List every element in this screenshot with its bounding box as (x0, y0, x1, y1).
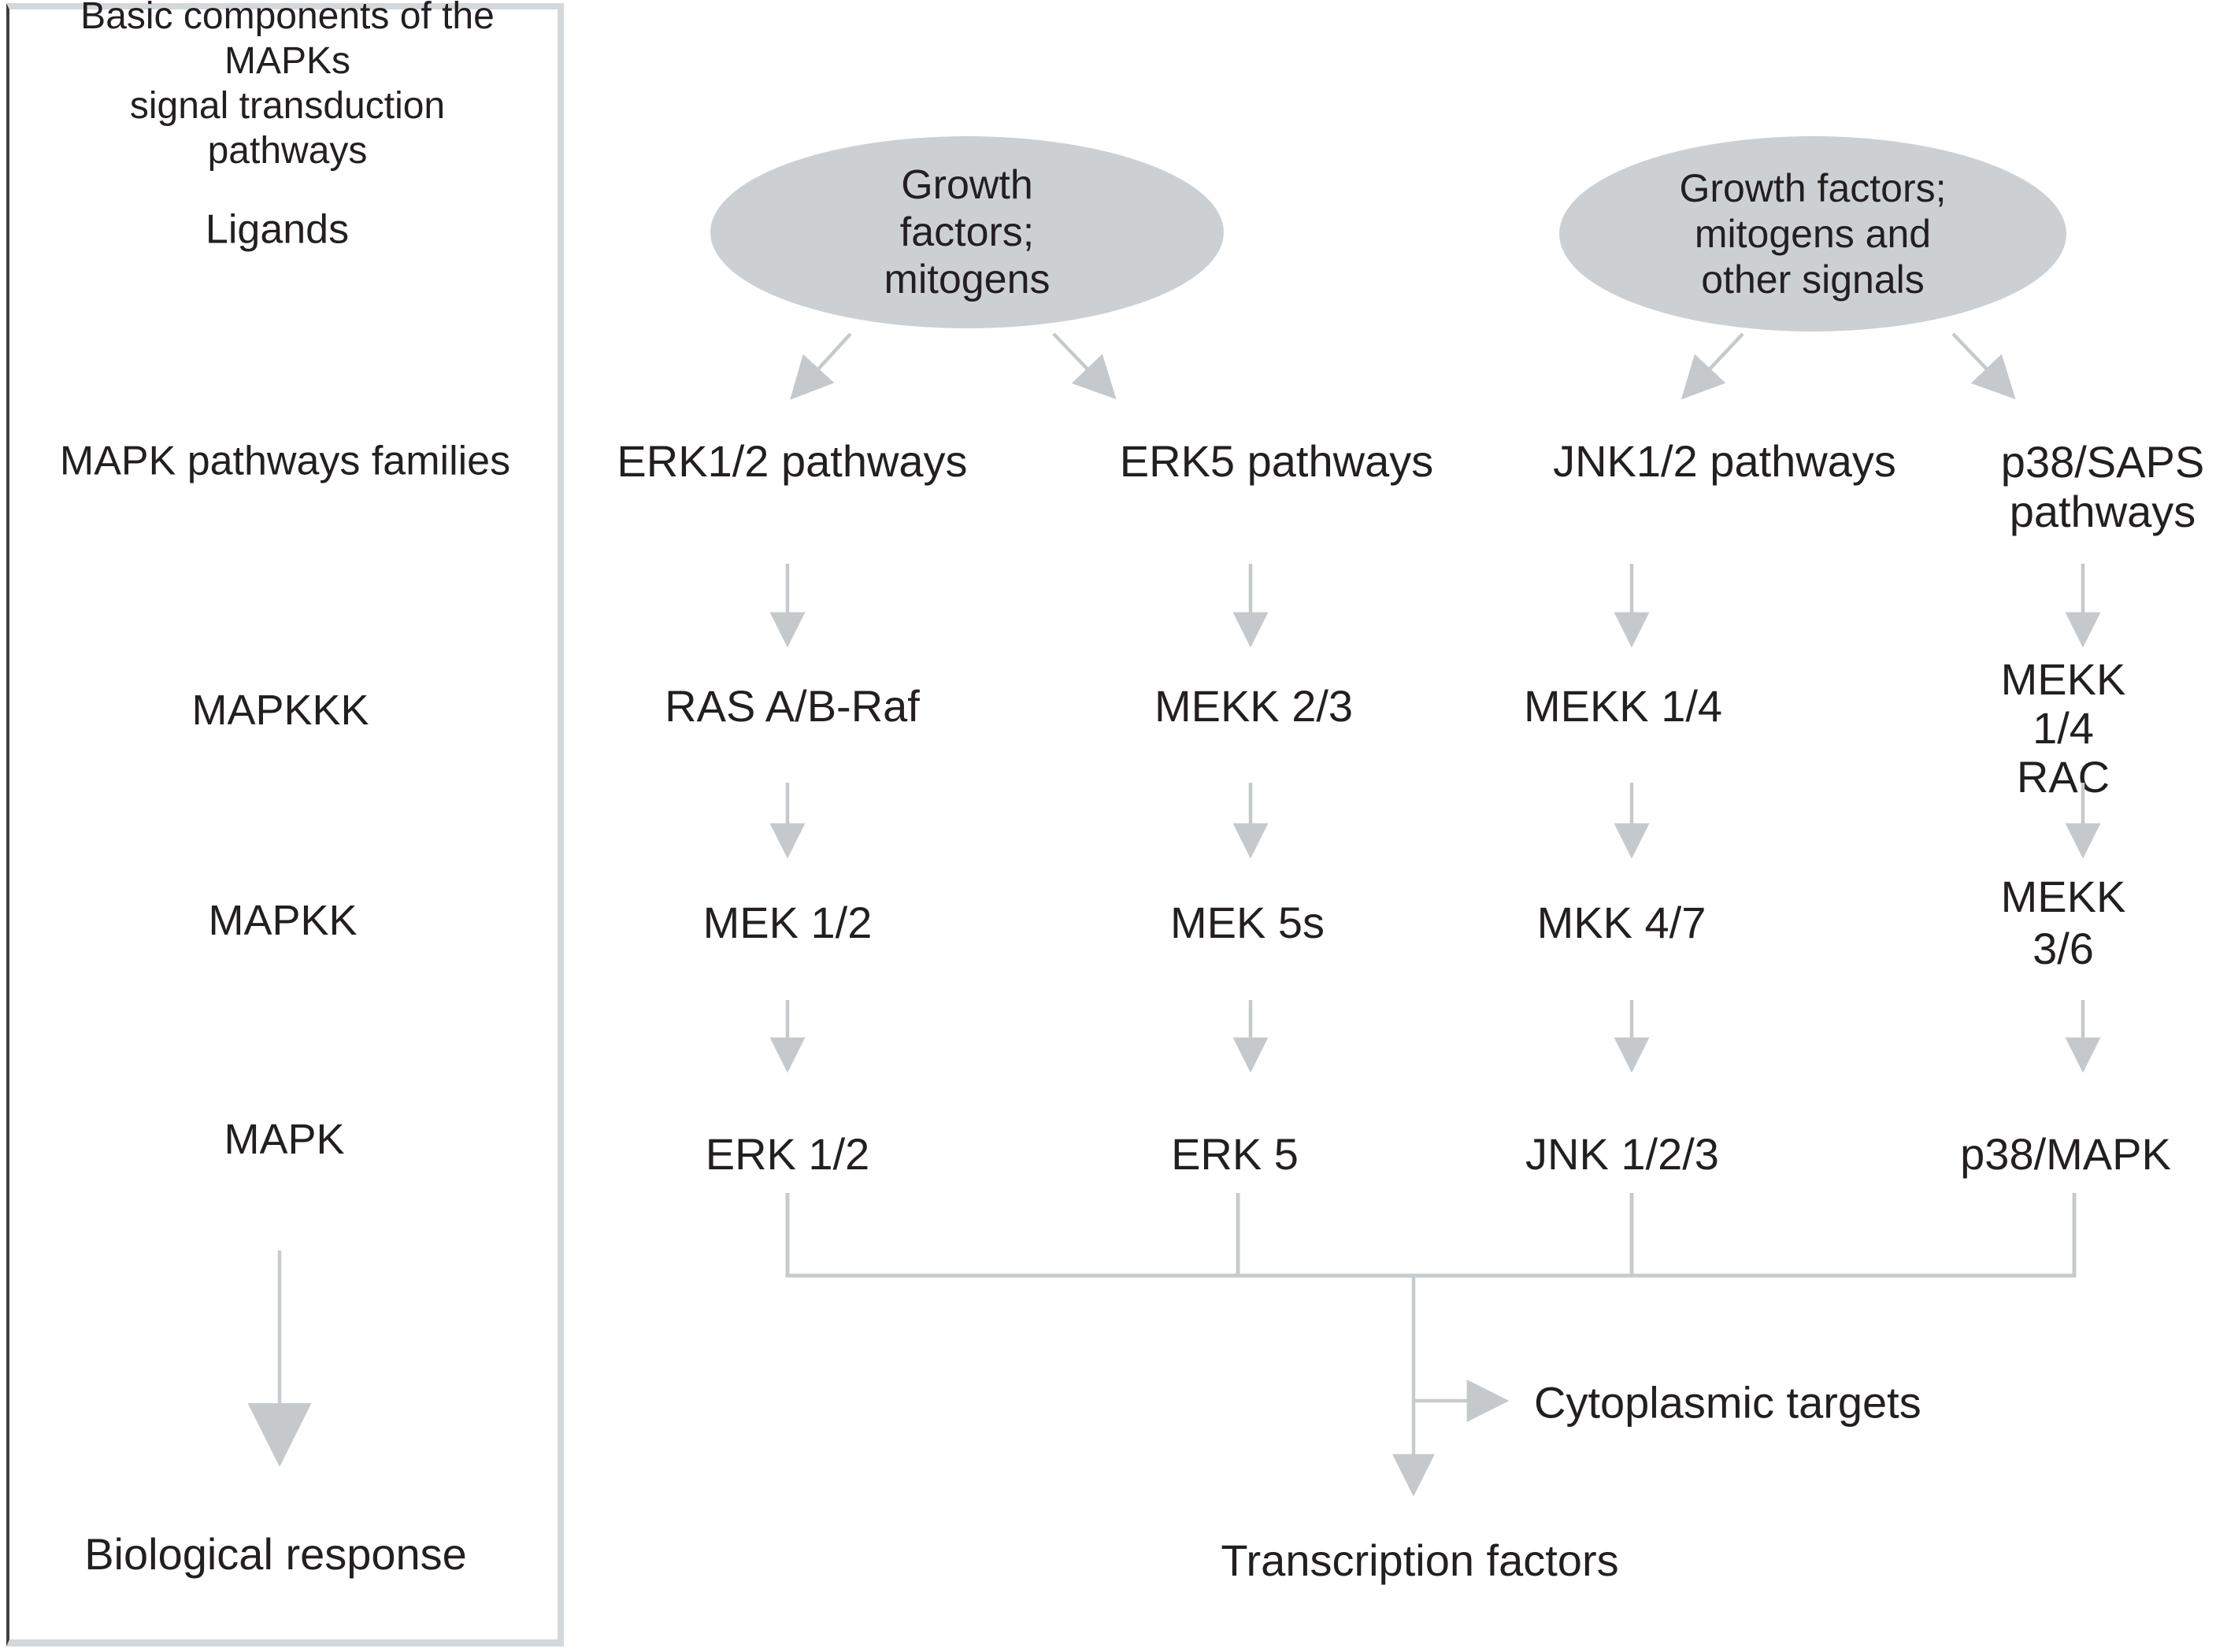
mapk-jnk123: JNK 1/2/3 (1525, 1128, 1719, 1179)
ellipse-right-arrow-to-p38 (1951, 332, 2016, 400)
mapk-p38mapk: p38/MAPK (1960, 1128, 2171, 1179)
row-label-mapk: MAPK (224, 1116, 345, 1164)
cytoplasmic-targets-label: Cytoplasmic targets (1534, 1377, 1921, 1428)
legend-panel (6, 3, 564, 1646)
family-jnk12: JNK1/2 pathways (1553, 435, 1896, 486)
mapk-erk5: ERK 5 (1171, 1128, 1299, 1179)
panel-title: Basic components of the MAPKs signal tra… (80, 0, 495, 172)
mapkk-mkk47: MKK 4/7 (1536, 897, 1706, 947)
family-erk12: ERK1/2 pathways (617, 435, 968, 486)
mapkkk-mekk14: MEKK 1/4 (1523, 680, 1723, 731)
row-label-mapkkk: MAPKKK (191, 687, 369, 735)
ligand-ellipse-right-text: Growth factors; mitogens and other signa… (1679, 166, 1947, 302)
family-p38saps: p38/SAPS pathways (2000, 437, 2205, 536)
mapk-erk12: ERK 1/2 (705, 1128, 870, 1179)
row-label-ligands: Ligands (205, 206, 350, 253)
mapkkk-mekk14-rac: MEKK 1/4 RAC (2000, 654, 2126, 802)
ellipse-left-arrow-to-erk5 (1052, 332, 1117, 400)
ellipse-left-arrow-to-erk12 (790, 332, 852, 400)
row-label-biological-response: Biological response (84, 1528, 467, 1579)
mapkkk-ras: RAS A/B-Raf (665, 680, 920, 731)
transcription-factors-label: Transcription factors (1221, 1535, 1619, 1585)
row-label-families: MAPK pathways families (59, 438, 511, 484)
ligand-ellipse-left-text: Growth factors; mitogens (884, 162, 1051, 302)
mapkk-mek12: MEK 1/2 (702, 897, 873, 947)
family-erk5: ERK5 pathways (1119, 435, 1434, 486)
ligand-ellipse-left: Growth factors; mitogens (710, 136, 1224, 328)
ligand-ellipse-right: Growth factors; mitogens and other signa… (1559, 136, 2066, 332)
mapkkk-mekk23: MEKK 2/3 (1154, 680, 1354, 731)
mapkk-mekk36: MEKK 3/6 (2000, 871, 2126, 973)
ellipse-right-arrow-to-jnk12 (1681, 332, 1744, 400)
mapkk-mek5s: MEK 5s (1169, 897, 1325, 947)
row-label-mapkk: MAPKK (208, 897, 358, 945)
